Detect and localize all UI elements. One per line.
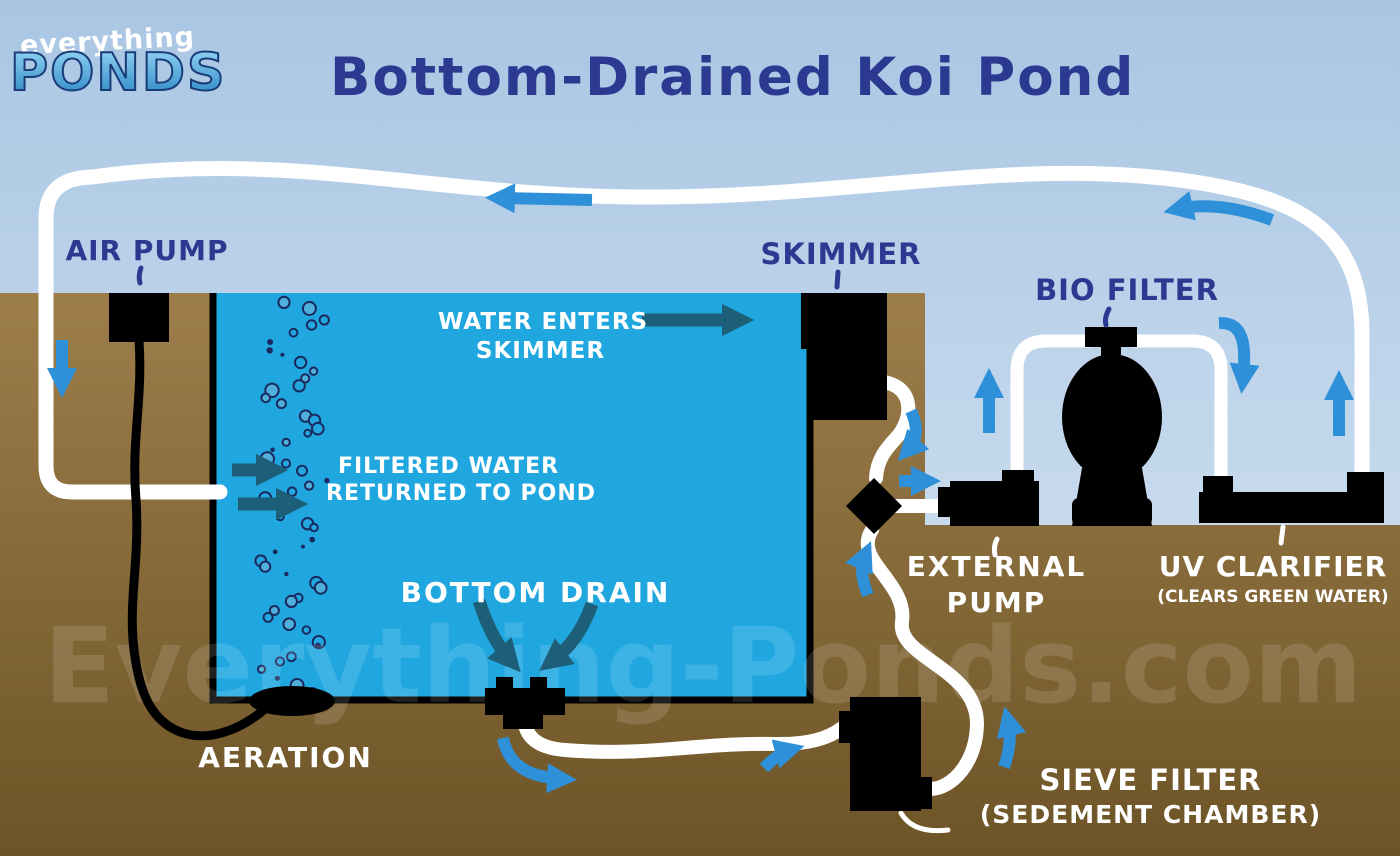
- flow-arrow-up-from-sieve: [996, 706, 1027, 770]
- check-valve: [846, 478, 902, 534]
- flow-arrow-into-sieve: [759, 739, 805, 773]
- bio-filter-label: BIO FILTER: [1035, 273, 1219, 307]
- bio-filter-tick: [1102, 306, 1112, 328]
- air-pump-label: AIR PUMP: [65, 234, 229, 267]
- external-pump-line1: EXTERNAL: [906, 550, 1087, 583]
- bottomdrain-to-sieve-pipe: [517, 709, 849, 759]
- flow-arrow-top-right: [1163, 191, 1275, 226]
- uv-clarifier-subtitle: (CLEARS GREEN WATER): [1157, 586, 1389, 607]
- sieve-label-pointer: [898, 810, 951, 834]
- valve-to-sieve-pipe: [860, 523, 984, 796]
- air-line-cable: [127, 335, 271, 741]
- skimmer-tick: [834, 269, 841, 290]
- bio-filter-device: [1062, 327, 1162, 526]
- bottom-drain-device: [485, 677, 565, 729]
- sieve-filter-device: [839, 697, 932, 811]
- external-pump-label: EXTERNAL PUMP: [894, 549, 1099, 622]
- flow-arrow-drain-right: [539, 601, 599, 671]
- biofilter-to-uv-pipe: [1127, 334, 1228, 496]
- external-pump-line2: PUMP: [946, 586, 1047, 620]
- logo-ponds: PONDS: [9, 42, 227, 104]
- uv-clarifier-device: [1199, 472, 1384, 523]
- flow-arrow-bio-down: [1218, 317, 1260, 394]
- water-enters-skimmer-label: WATER ENTERS SKIMMER: [438, 308, 649, 367]
- flow-arrow-drain-pipe: [497, 736, 577, 794]
- aeration-label: AERATION: [198, 741, 373, 774]
- uv-clarifier-tick: [1278, 524, 1286, 546]
- flow-arrow-top-left: [485, 183, 593, 214]
- sieve-filter-subtitle: (SEDEMENT CHAMBER): [979, 799, 1322, 829]
- water-enters-line1: WATER ENTERS: [438, 309, 649, 335]
- sieve-filter-label: SIEVE FILTER (SEDEMENT CHAMBER): [948, 763, 1353, 830]
- sieve-filter-line1: SIEVE FILTER: [1039, 763, 1262, 797]
- pump-to-biofilter-pipe: [1010, 334, 1097, 487]
- flow-arrow-drain-left: [472, 598, 521, 673]
- aeration-bubbles: [254, 295, 330, 696]
- pond-water: [213, 293, 810, 700]
- uv-clarifier-label: UV CLARIFIER (CLEARS GREEN WATER): [1148, 550, 1398, 607]
- return-pipe: [38, 161, 1370, 500]
- filtered-water-line1: FILTERED WATER: [337, 454, 560, 479]
- air-pump-tick: [136, 265, 144, 286]
- bottom-drain-label: BOTTOM DRAIN: [400, 576, 671, 609]
- skimmer-device: [801, 293, 887, 420]
- uv-clarifier-line1: UV CLARIFIER: [1158, 550, 1388, 583]
- water-enters-line2: SKIMMER: [475, 338, 606, 365]
- flow-arrow-skimmer-down: [897, 408, 930, 461]
- air-stone: [249, 686, 335, 716]
- air-pump-device: [109, 293, 169, 342]
- filtered-water-label: FILTERED WATER RETURNED TO POND: [326, 454, 597, 508]
- external-pump-device: [938, 470, 1039, 526]
- diagram-title: Bottom-Drained Koi Pond: [330, 47, 1136, 108]
- skimmer-to-valve-pipe: [869, 375, 916, 485]
- watermark: Everything-Ponds.com: [44, 605, 1363, 727]
- flow-arrow-up-to-valve: [845, 541, 874, 598]
- skimmer-label: SKIMMER: [760, 237, 922, 271]
- external-pump-tick: [991, 536, 1000, 558]
- filtered-water-line2: RETURNED TO POND: [326, 480, 597, 506]
